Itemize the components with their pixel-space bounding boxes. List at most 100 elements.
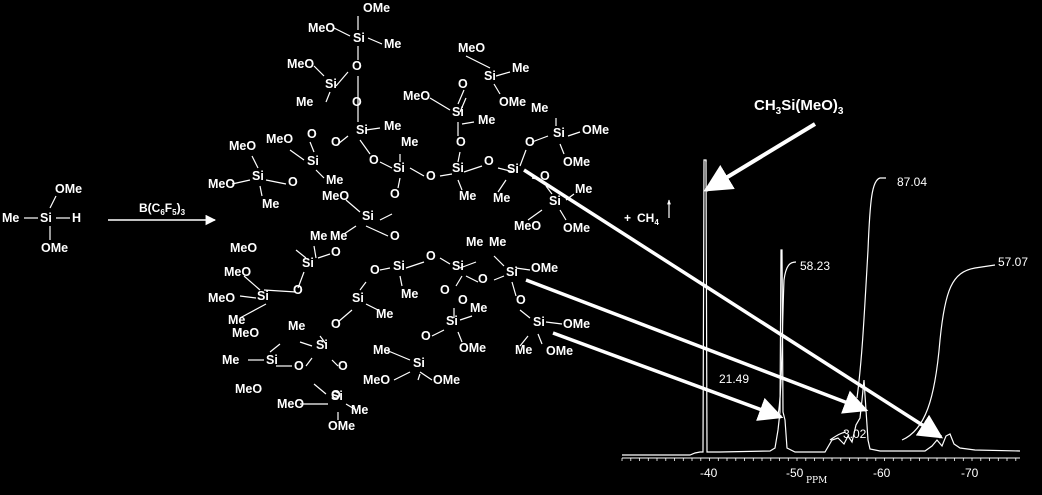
atom-label-o: O xyxy=(338,359,348,373)
atom-label-si: Si xyxy=(302,256,314,270)
atom-label-o: O xyxy=(331,135,341,149)
atom-label-o: O xyxy=(352,95,362,109)
bond xyxy=(317,253,331,259)
atom-label-si: Si xyxy=(452,161,464,175)
bond xyxy=(431,329,445,337)
atom-label-o: O xyxy=(294,359,304,373)
bond xyxy=(365,225,389,237)
bond xyxy=(459,97,467,113)
bond xyxy=(337,135,349,145)
atom-label-o: O xyxy=(331,317,341,331)
bond xyxy=(343,225,357,235)
atom-label-ome: OMe xyxy=(563,155,590,169)
bond xyxy=(417,373,421,381)
atom-label-ome: OMe xyxy=(433,373,460,387)
byproduct-label: +CH4 xyxy=(624,211,659,227)
atom-label-o: O xyxy=(426,169,436,183)
atom-label-meo: MeO xyxy=(224,265,251,279)
atom-label-si: Si xyxy=(452,259,464,273)
atom-label-ome: OMe xyxy=(328,419,355,433)
atom-label-meo: MeO xyxy=(229,139,256,153)
bond xyxy=(243,275,261,291)
bond xyxy=(559,209,567,221)
atom-label-me: Me xyxy=(575,182,592,196)
atom-label-o: O xyxy=(331,245,341,259)
bond xyxy=(239,303,267,319)
atom-label-meo: MeO xyxy=(232,326,259,340)
bond xyxy=(305,357,313,367)
atom-label-o: O xyxy=(390,187,400,201)
bond xyxy=(439,257,451,265)
atom-label-meo: MeO xyxy=(287,57,314,71)
bond xyxy=(457,331,463,343)
bond xyxy=(259,185,263,197)
bond xyxy=(335,71,349,87)
bond xyxy=(439,173,453,177)
atom-label-si: Si xyxy=(356,123,368,137)
atom-label-me: Me xyxy=(330,229,347,243)
atom-label-si: Si xyxy=(316,338,328,352)
bond xyxy=(397,177,401,189)
integral-label-5: 57.07 xyxy=(998,255,1028,269)
nmr-spectrum: -40 -50 -60 -70 PPM 21.49 58.23 87.04 3.… xyxy=(621,159,1028,486)
bond xyxy=(559,143,565,155)
baseline-trace xyxy=(622,159,1021,456)
bond xyxy=(367,37,383,45)
bond xyxy=(531,135,549,143)
atom-label-o: O xyxy=(331,388,341,402)
atom-label-ome: OMe xyxy=(459,341,486,355)
bond xyxy=(315,169,325,179)
product-label: CH3Si(MeO)3 xyxy=(754,97,844,117)
bond xyxy=(567,131,581,137)
bond xyxy=(455,275,463,287)
integral-curve-3 xyxy=(856,177,886,399)
atom-label-o: O xyxy=(307,127,317,141)
atom-label-me: Me xyxy=(222,353,239,367)
atom-label-o: O xyxy=(516,293,526,307)
bond xyxy=(365,127,381,131)
reactant-si: Si xyxy=(40,211,52,225)
atom-label-ome: OMe xyxy=(363,1,390,15)
bond xyxy=(495,71,511,77)
atom-label-si: Si xyxy=(549,194,561,208)
tick-label-40: -40 xyxy=(700,466,718,480)
bond xyxy=(461,121,475,125)
bond xyxy=(545,321,563,325)
bond xyxy=(537,333,543,345)
atom-label-si: Si xyxy=(393,161,405,175)
bond xyxy=(497,179,507,193)
atom-label-o: O xyxy=(352,59,362,73)
atom-label-o: O xyxy=(525,135,535,149)
atom-label-meo: MeO xyxy=(458,41,485,55)
bond xyxy=(289,149,305,161)
bond xyxy=(457,179,463,191)
integral-label-1: 21.49 xyxy=(719,372,749,386)
atom-label-meo: MeO xyxy=(235,382,262,396)
bond xyxy=(405,261,425,269)
atom-label-o: O xyxy=(426,249,436,263)
atom-label-me: Me xyxy=(384,119,401,133)
bond xyxy=(497,167,515,173)
atom-label-ome: OMe xyxy=(499,95,526,109)
bond xyxy=(399,275,403,287)
bond xyxy=(519,149,527,167)
bond xyxy=(511,281,517,297)
integral-label-2: 58.23 xyxy=(800,259,830,273)
atom-label-si: Si xyxy=(252,169,264,183)
atom-label-ome: OMe xyxy=(563,317,590,331)
atom-label-o: O xyxy=(293,283,303,297)
atom-label-meo: MeO xyxy=(208,291,235,305)
atom-label-me: Me xyxy=(373,343,390,357)
atom-label-si: Si xyxy=(353,31,365,45)
bond xyxy=(419,371,433,381)
atom-label-si: Si xyxy=(393,259,405,273)
atom-label-me: Me xyxy=(384,37,401,51)
assignment-arrows xyxy=(523,168,944,439)
atom-label-me: Me xyxy=(470,301,487,315)
atom-label-si: Si xyxy=(257,289,269,303)
integral-label-3: 87.04 xyxy=(897,175,927,189)
bond xyxy=(359,139,371,155)
bond xyxy=(313,65,325,77)
integral-label-4: 3.02 xyxy=(843,427,867,441)
atom-label-si: Si xyxy=(553,126,565,140)
